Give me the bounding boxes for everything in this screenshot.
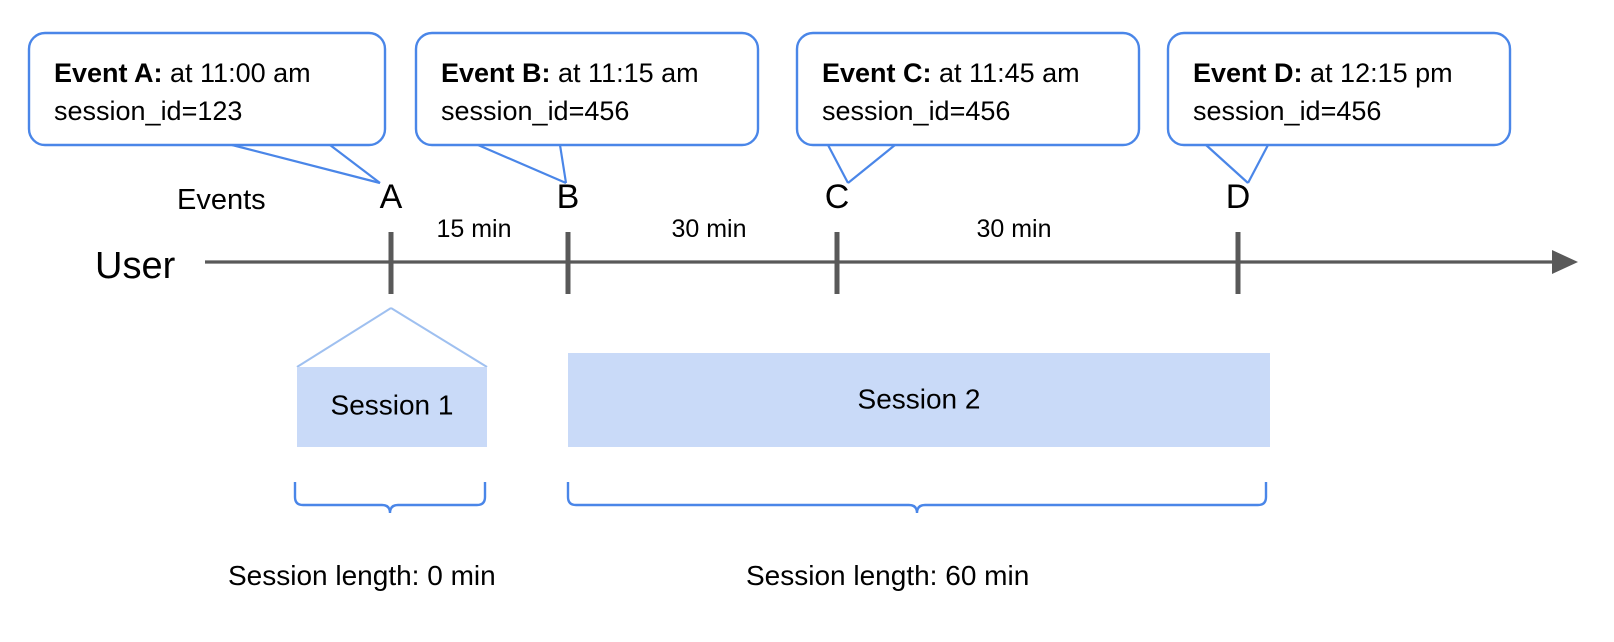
callout-c-line1: Event C: at 11:45 am xyxy=(822,58,1080,88)
user-row-label: User xyxy=(95,245,176,287)
session-1-bar[interactable] xyxy=(297,367,487,447)
funnel-left-edge xyxy=(296,307,392,368)
callout-box-a[interactable] xyxy=(27,31,387,147)
callout-b-title: Event B: xyxy=(441,58,551,88)
callout-a-session-id: session_id=123 xyxy=(54,96,242,126)
callout-a-line1: Event A: at 11:00 am xyxy=(54,58,311,88)
session-1-label: Session 1 xyxy=(331,389,454,420)
callout-box-c[interactable] xyxy=(795,31,1141,147)
session-length-braces xyxy=(293,482,1268,514)
event-marker-d: D xyxy=(1226,178,1251,216)
callout-b: Event B: at 11:15 am session_id=456 xyxy=(441,58,699,126)
callout-d-line1: Event D: at 12:15 pm xyxy=(1193,58,1453,88)
session-2-label: Session 2 xyxy=(858,383,981,414)
session-1-length-label: Session length: 0 min xyxy=(228,560,496,591)
callout-boxes xyxy=(27,31,1512,147)
timeline-axis xyxy=(205,250,1578,274)
callout-box-b[interactable] xyxy=(414,31,760,147)
callout-d: Event D: at 12:15 pm session_id=456 xyxy=(1193,58,1453,126)
callout-b-line1: Event B: at 11:15 am xyxy=(441,58,699,88)
connector-c-left xyxy=(827,144,849,184)
callout-c-session-id: session_id=456 xyxy=(822,96,1010,126)
connector-d-left xyxy=(1205,144,1249,184)
event-marker-b: B xyxy=(557,178,580,216)
interval-label-bc: 30 min xyxy=(671,215,746,243)
connector-a-left xyxy=(231,143,381,185)
connector-b-left xyxy=(477,143,567,185)
callout-b-session-id: session_id=456 xyxy=(441,96,629,126)
callout-d-title: Event D: xyxy=(1193,58,1303,88)
callout-a: Event A: at 11:00 am session_id=123 xyxy=(54,58,311,126)
callout-box-d[interactable] xyxy=(1166,31,1512,147)
brace-session-1 xyxy=(293,482,487,514)
event-marker-a: A xyxy=(380,178,403,216)
connector-b-right xyxy=(558,144,568,184)
funnel-right-edge xyxy=(390,307,488,368)
callout-c: Event C: at 11:45 am session_id=456 xyxy=(822,58,1080,126)
connector-d-right xyxy=(1247,144,1269,184)
callout-c-title: Event C: xyxy=(822,58,932,88)
timeline-arrow-icon xyxy=(1552,250,1578,274)
session-1-funnel-connector xyxy=(296,307,488,368)
callout-a-time: at 11:00 am xyxy=(163,58,311,88)
event-marker-c: C xyxy=(825,178,850,216)
callout-d-session-id: session_id=456 xyxy=(1193,96,1381,126)
callout-connectors xyxy=(231,143,1269,185)
connector-a-right xyxy=(329,144,381,184)
events-row-label: Events xyxy=(177,184,266,216)
callout-a-title: Event A: xyxy=(54,58,163,88)
brace-session-2 xyxy=(566,482,1268,514)
connector-c-right xyxy=(847,144,896,184)
callout-b-time: at 11:15 am xyxy=(551,58,699,88)
session-2-length-label: Session length: 60 min xyxy=(746,560,1029,591)
callout-c-time: at 11:45 am xyxy=(932,58,1080,88)
interval-label-cd: 30 min xyxy=(976,215,1051,243)
session-bars: Session 1 Session 2 xyxy=(297,353,1270,447)
session-2-bar[interactable] xyxy=(568,353,1270,447)
interval-label-ab: 15 min xyxy=(436,215,511,243)
timeline-ticks xyxy=(388,232,1241,294)
callout-d-time: at 12:15 pm xyxy=(1303,58,1453,88)
